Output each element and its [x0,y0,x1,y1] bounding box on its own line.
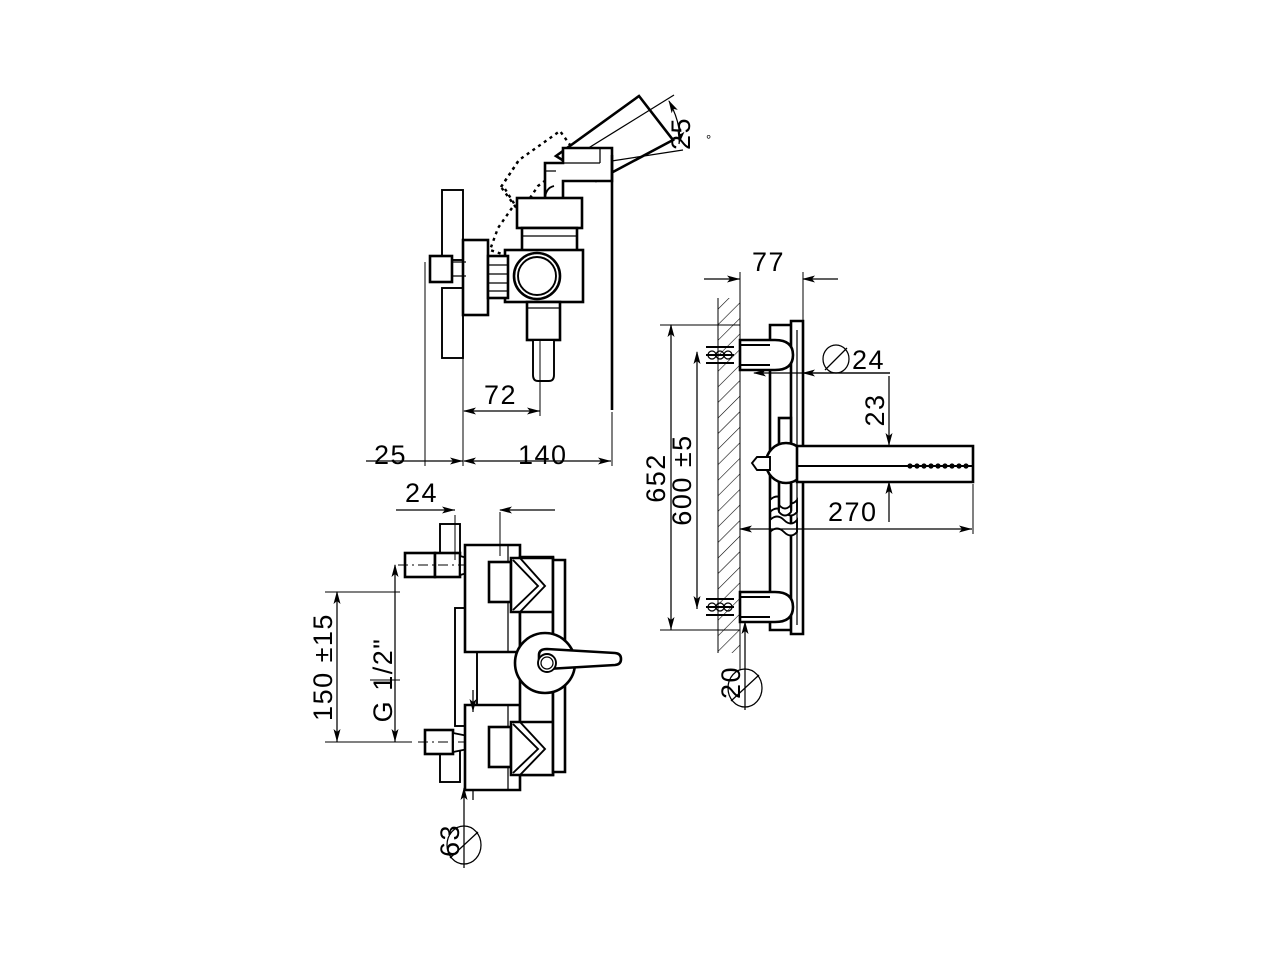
dim-150-group: 150 ±15 [308,591,412,743]
view-bottom-left: 24 G 1/2" 150 ±15 63 [308,478,623,868]
wall-escutcheon-bottom [441,287,464,359]
dim-24-label: 24 [405,478,438,508]
dim-angle-25-group: 25 ° [552,94,711,171]
wall-section [717,286,741,670]
dim-270-group: 270 [739,484,974,534]
dim-angle-25-label: 25 [666,117,696,150]
dim-652-label: 652 [641,453,671,503]
bottom-wall-bracket [706,590,795,624]
dim-72-label: 72 [484,380,517,410]
inlet-nipple [428,254,466,284]
degree-symbol: ° [706,132,711,147]
upper-union [487,556,555,614]
bottom-thread-stub [706,598,734,616]
mounting-boss [461,238,510,317]
view-top-left: 25 ° [366,94,711,470]
lower-nozzle [525,300,562,382]
dim-25-label: 25 [374,440,407,470]
lever-handle [513,631,623,695]
dim-140-group: 140 [463,440,611,470]
valve-block [503,248,585,304]
dim-23-group: 23 [860,376,893,522]
dim-652-group: 652 [641,324,740,631]
dim-24-group: 24 [396,478,555,560]
lower-union [487,720,555,777]
dim-77-group: 77 [704,247,838,340]
thread-callout-label: G 1/2" [368,638,398,723]
dim-150-label: 150 ±15 [308,613,338,721]
dim-600-label: 600 ±5 [667,434,697,525]
top-thread-stub [706,346,734,364]
dim-23-label: 23 [860,393,890,426]
dim-diam-24-group: 24 [753,344,890,377]
dim-600-group: 600 ±5 [667,351,701,609]
dim-diam-63-group: 63 [435,787,482,868]
dim-25-group: 25 [366,440,463,470]
spout-arm [795,444,975,484]
dim-72-group: 72 [463,380,540,415]
wall-escutcheon-top [441,189,464,261]
thread-callout-group: G 1/2" [368,564,400,742]
aerator-knurl [907,463,969,469]
top-wall-bracket [706,338,795,372]
dim-24-right-label: 24 [852,345,885,375]
dim-20-label: 20 [716,666,746,699]
dim-63-label: 63 [435,824,465,857]
dim-140-label: 140 [518,440,568,470]
dim-diam-20-group: 20 [716,621,763,710]
dim-270-label: 270 [828,497,878,527]
view-right: 77 24 23 270 652 [641,247,975,710]
dim-77-label: 77 [752,247,785,277]
